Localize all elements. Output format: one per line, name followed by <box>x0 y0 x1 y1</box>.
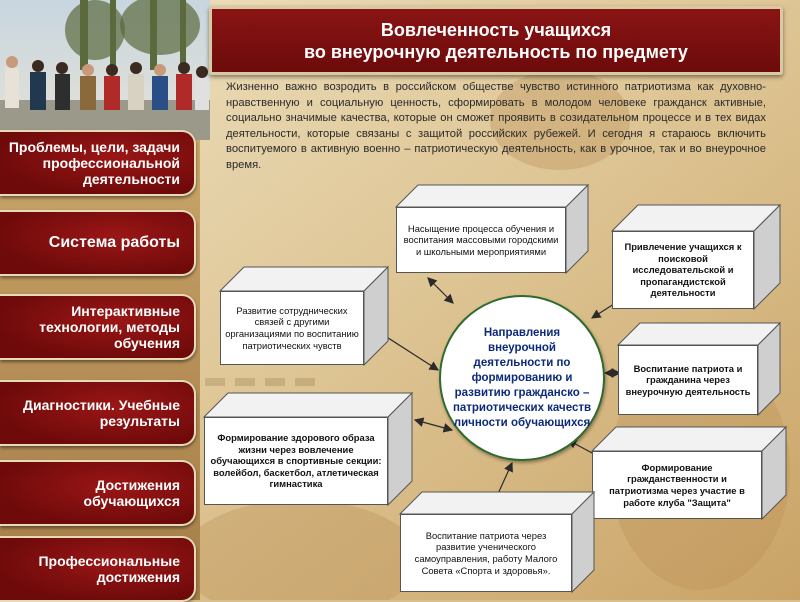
center-circle: Направления внеурочной деятельности по ф… <box>439 295 605 461</box>
sidebar-item-label: Интерактивные технологии, методы обучени… <box>39 303 180 351</box>
direction-text: Развитие сотруднических связей с другими… <box>220 291 364 365</box>
sidebar-item-label: Профессиональные достижения <box>38 553 180 585</box>
sidebar-item-label: Проблемы, цели, задачи профессиональной … <box>8 139 180 187</box>
intro-paragraph: Жизненно важно возродить в российском об… <box>226 81 766 171</box>
direction-text: Насыщение процесса обучения и воспитания… <box>396 207 566 273</box>
sidebar-item-professional-achievements[interactable]: Профессиональные достижения <box>0 536 196 602</box>
sidebar-item-interactive-technologies[interactable]: Интерактивные технологии, методы обучени… <box>0 294 196 360</box>
sidebar-item-label: Достижения обучающихся <box>83 477 180 509</box>
box-3d-shading <box>610 203 782 311</box>
sidebar-item-work-system[interactable]: Система работы <box>0 210 196 276</box>
direction-box-club-zashchita: Формирование гражданственности и патриот… <box>590 425 788 521</box>
sidebar-item-label: Система работы <box>48 234 180 251</box>
sidebar-item-student-achievements[interactable]: Достижения обучающихся <box>0 460 196 526</box>
sidebar-item-diagnostics[interactable]: Диагностики. Учебные результаты <box>0 380 196 446</box>
direction-text: Воспитание патриота и гражданина через в… <box>618 345 758 415</box>
students-photo <box>0 0 210 140</box>
box-3d-shading <box>394 183 590 275</box>
box-3d-shading <box>398 490 596 594</box>
direction-box-search-activity: Привлечение учащихся к поисковой исследо… <box>610 203 782 311</box>
arrow-to-top-left-node <box>427 277 454 304</box>
sidebar-item-problems-goals[interactable]: Проблемы, цели, задачи профессиональной … <box>0 130 196 196</box>
direction-text: Формирование гражданственности и патриот… <box>592 451 762 519</box>
direction-text: Формирование здорового образа жизни чере… <box>204 417 388 505</box>
sidebar-item-label: Диагностики. Учебные результаты <box>23 397 180 429</box>
box-3d-shading <box>590 425 788 521</box>
direction-text: Воспитание патриота через развитие учени… <box>400 514 572 592</box>
box-3d-shading <box>616 321 782 417</box>
direction-box-self-government: Воспитание патриота через развитие учени… <box>398 490 596 594</box>
center-circle-text: Направления внеурочной деятельности по ф… <box>452 326 592 429</box>
direction-box-mass-events: Насыщение процесса обучения и воспитания… <box>394 183 590 275</box>
direction-text: Привлечение учащихся к поисковой исследо… <box>612 231 754 309</box>
title-line-2: во внеурочную деятельность по предмету <box>304 41 688 62</box>
directions-diagram: Насыщение процесса обучения и воспитания… <box>200 183 800 600</box>
direction-box-healthy-lifestyle: Формирование здорового образа жизни чере… <box>202 391 414 507</box>
title-banner: Вовлеченность учащихся во внеурочную дея… <box>209 6 783 75</box>
arrow-to-lower-left-node <box>413 417 454 433</box>
direction-box-cooperation: Развитие сотруднических связей с другими… <box>218 265 390 367</box>
direction-box-extracurricular: Воспитание патриота и гражданина через в… <box>616 321 782 417</box>
title-line-1: Вовлеченность учащихся <box>380 19 612 40</box>
sidebar-background <box>0 140 200 600</box>
